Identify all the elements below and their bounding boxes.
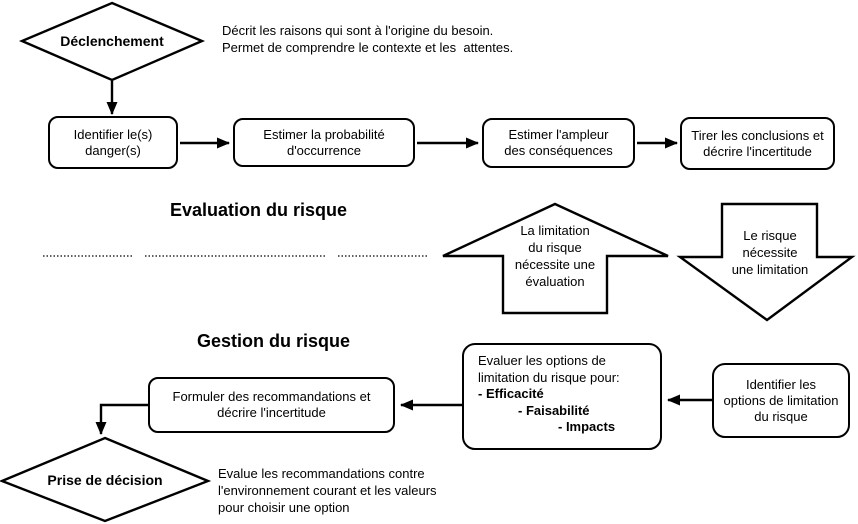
trigger-diamond-label: Déclenchement [60,33,164,49]
step-formulate-recommendations: Formuler des recommandations et décrire … [148,377,395,433]
block-arrow-down-shape [676,202,856,322]
evaluate-options-intro: Evaluer les options de limitation du ris… [478,353,620,385]
block-arrow-up-shape [442,202,669,315]
step-evaluate-options-content: Evaluer les options de limitation du ris… [462,343,662,450]
decision-diamond-shape [0,436,212,523]
step-estimate-consequences: Estimer l'ampleur des conséquences [482,118,635,168]
criterion-impacts: - Impacts [558,419,616,434]
decision-diamond-label: Prise de décision [47,472,163,488]
trigger-note-text: Décrit les raisons qui sont à l'origine … [222,23,514,55]
trigger-diamond-shape [18,1,206,82]
step-estimate-probability: Estimer la probabilité d'occurrence [233,118,415,167]
management-heading: Gestion du risque [197,331,351,351]
connector-formulate-to-decision [95,403,148,435]
step-identify-dangers: Identifier le(s) danger(s) [48,116,178,169]
step-draw-conclusions: Tirer les conclusions et décrire l'incer… [680,117,835,170]
criterion-efficacite: - Efficacité [478,386,544,401]
block-arrow-down-label: Le risque nécessite une limitation [731,228,809,277]
step-evaluate-options [462,343,662,450]
criterion-faisabilite: - Faisabilité [518,402,590,418]
block-arrow-up-label: La limitation du risque nécessite une év… [514,223,596,289]
step-identify-options: Identifier les options de limitation du … [712,363,850,438]
decision-note-text: Evalue les recommandations contre l'envi… [218,466,437,515]
evaluation-heading: Evaluation du risque [170,200,348,220]
